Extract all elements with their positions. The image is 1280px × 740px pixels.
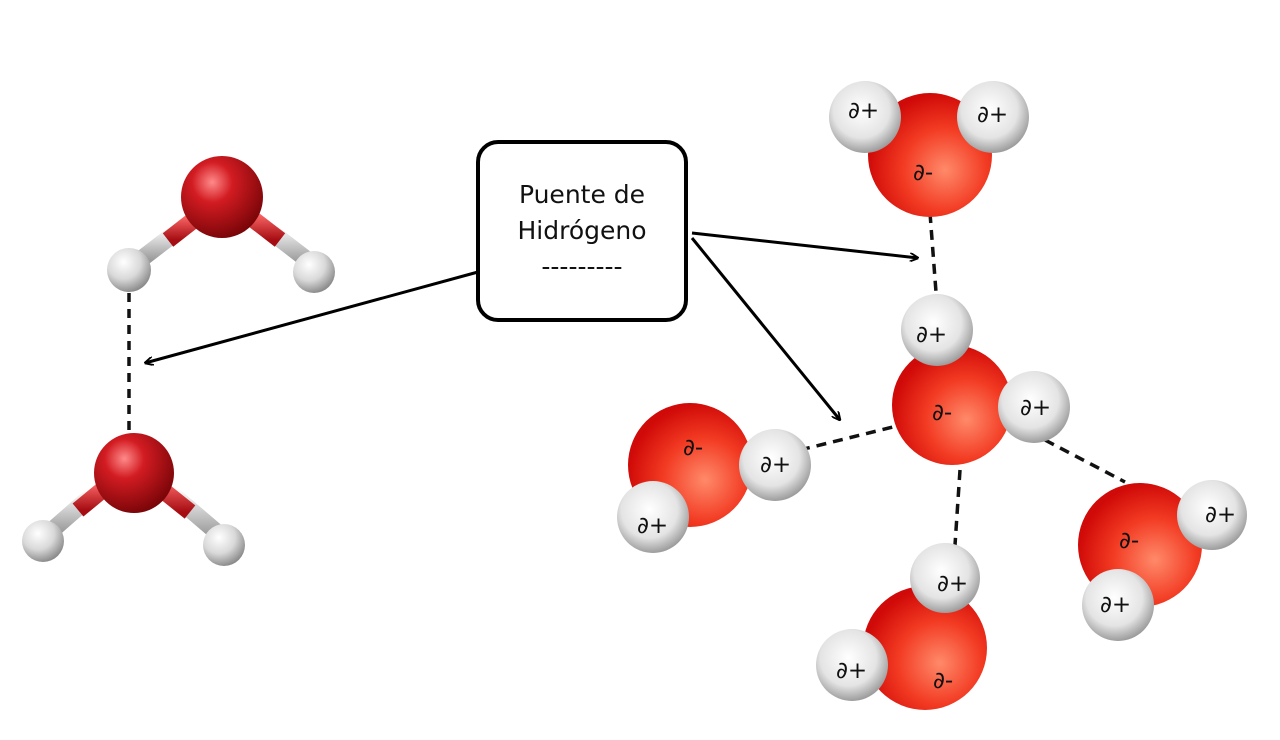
hydrogen-atom — [901, 294, 973, 366]
water-molecule-left: ∂- ∂+ ∂+ — [617, 403, 811, 553]
label-line-1: Puente de — [518, 180, 646, 209]
left-bottom-water-molecule — [22, 433, 245, 566]
label-line-2: Hidrógeno — [517, 216, 647, 245]
hydrogen-atom — [617, 481, 689, 553]
hydrogen-bond-label-box: Puente de Hidrógeno --------- — [476, 140, 688, 322]
hydrogen-atom — [1082, 569, 1154, 641]
hydrogen-atom — [829, 81, 901, 153]
water-molecule-center: ∂+ ∂+ ∂- — [892, 294, 1070, 465]
oxygen-atom — [94, 433, 174, 513]
partial-positive-label: ∂+ — [1100, 592, 1131, 618]
partial-positive-label: ∂+ — [937, 571, 968, 597]
hydrogen-atom — [957, 81, 1029, 153]
left-top-water-molecule — [107, 156, 335, 293]
partial-negative-label: ∂- — [1119, 528, 1139, 554]
partial-negative-label: ∂- — [913, 160, 933, 186]
partial-positive-label: ∂+ — [760, 452, 791, 478]
hydrogen-atom — [998, 371, 1070, 443]
partial-positive-label: ∂+ — [916, 322, 947, 348]
water-molecule-bottom: ∂+ ∂+ ∂- — [816, 543, 987, 710]
water-molecule-right: ∂+ ∂- ∂+ — [1078, 480, 1247, 641]
left-water-dimer — [22, 156, 335, 566]
partial-positive-label: ∂+ — [848, 98, 879, 124]
partial-positive-label: ∂+ — [637, 513, 668, 539]
partial-negative-label: ∂- — [932, 400, 952, 426]
hydrogen-atom — [293, 251, 335, 293]
hydrogen-atom — [739, 429, 811, 501]
hydrogen-atom — [107, 248, 151, 292]
hydrogen-atom — [910, 543, 980, 613]
right-water-cluster: ∂+ ∂+ ∂- ∂+ ∂+ ∂- ∂- ∂+ ∂+ ∂+ — [617, 81, 1247, 710]
partial-positive-label: ∂+ — [977, 102, 1008, 128]
hydrogen-bond-line — [1044, 438, 1126, 484]
hydrogen-bond-line — [928, 212, 938, 293]
partial-negative-label: ∂- — [683, 435, 703, 461]
pointer-arrows — [145, 231, 918, 420]
hydrogen-bond-line — [953, 469, 962, 546]
hydrogen-atom — [22, 520, 64, 562]
hydrogen-bond-line — [799, 422, 906, 452]
partial-negative-label: ∂- — [933, 668, 953, 694]
partial-positive-label: ∂+ — [836, 658, 867, 684]
oxygen-atom — [181, 156, 263, 238]
water-molecule-top: ∂+ ∂+ ∂- — [829, 81, 1029, 217]
hydrogen-atom — [203, 524, 245, 566]
arrow-to-left-bond — [145, 270, 479, 363]
label-dashed-legend: --------- — [541, 252, 623, 281]
hydrogen-atom — [816, 629, 888, 701]
partial-positive-label: ∂+ — [1020, 395, 1051, 421]
arrow-to-left-cluster-bond — [690, 237, 840, 420]
oxygen-atom — [892, 345, 1012, 465]
oxygen-atom — [863, 586, 987, 710]
hydrogen-atom — [1177, 480, 1247, 550]
partial-positive-label: ∂+ — [1205, 502, 1236, 528]
arrow-to-top-bond — [691, 231, 918, 258]
